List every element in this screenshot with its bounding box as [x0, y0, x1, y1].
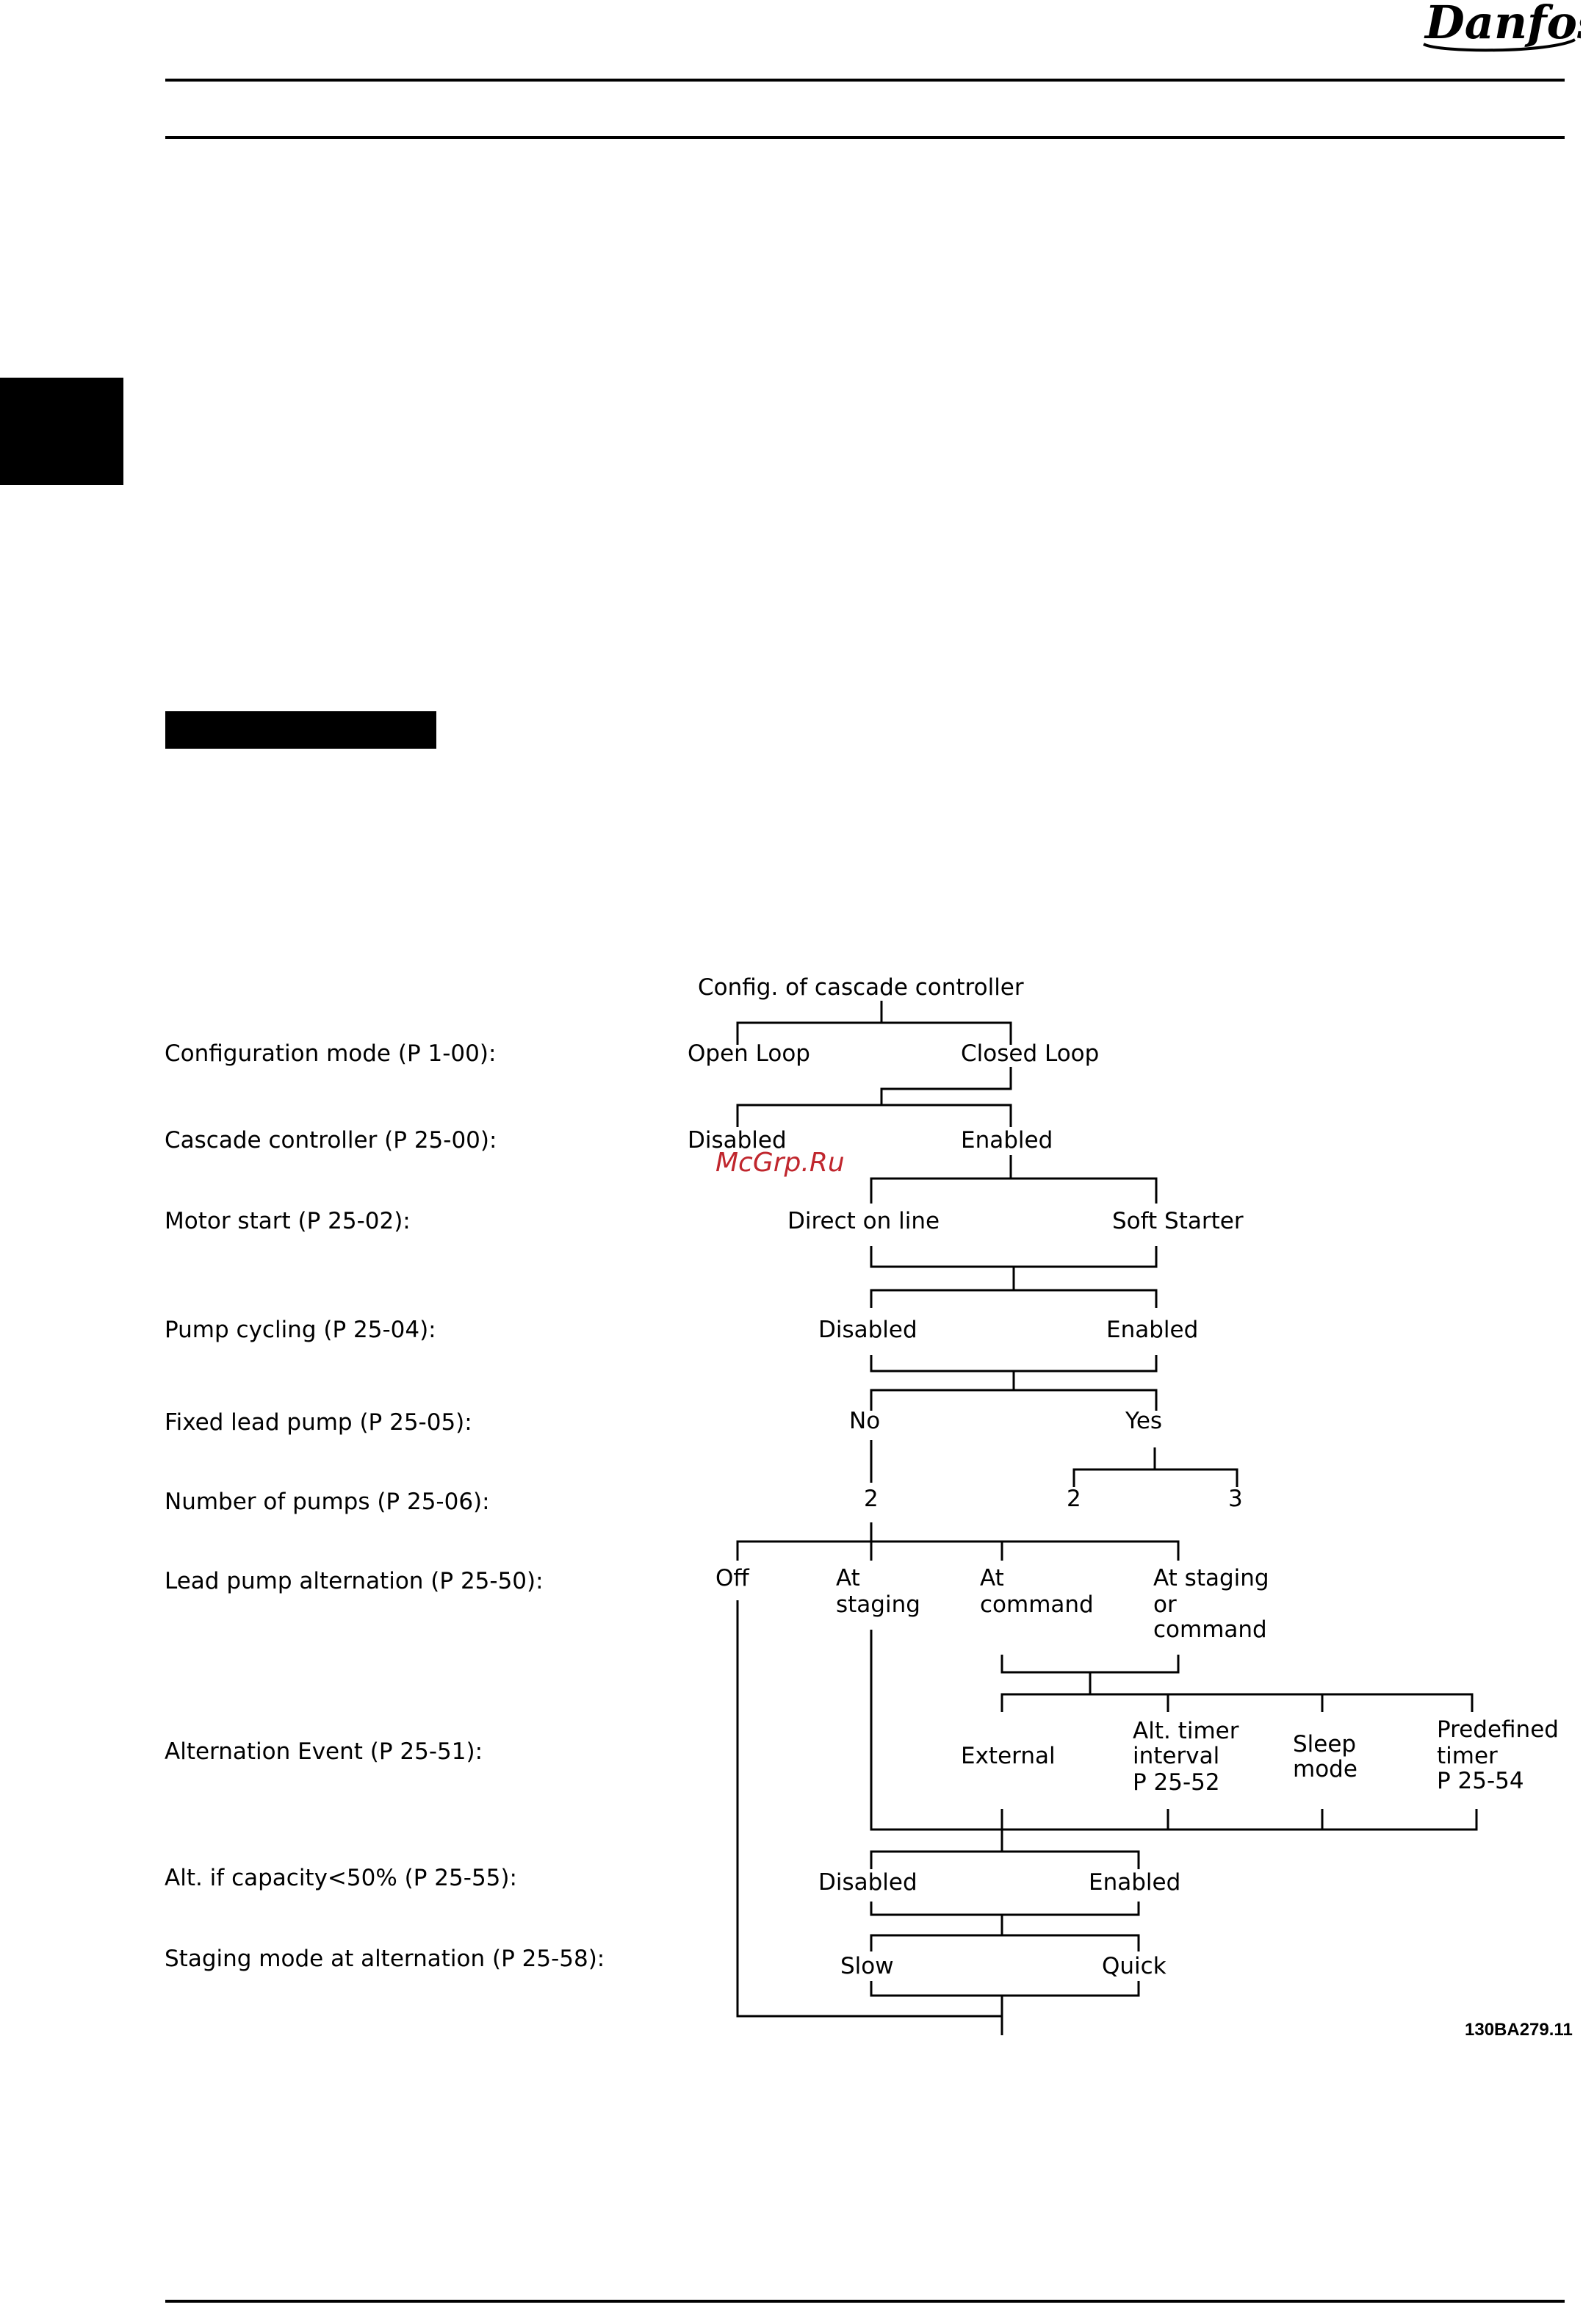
connector-lines: [736, 1001, 1478, 2035]
option-at-command-line2: command: [980, 1591, 1094, 1618]
option-at-staging-line1: At: [836, 1565, 860, 1591]
header-rule-top: [165, 79, 1565, 82]
option-at-staging-or-command-line2: or: [1153, 1591, 1177, 1618]
option-cc-disabled: Disabled: [688, 1127, 787, 1154]
row-label-fixed-lead-pump: Fixed lead pump (P 25-05):: [165, 1409, 472, 1436]
option-sleep-mode-line1: Sleep: [1293, 1731, 1356, 1758]
logo-text: Danfoss: [1424, 1, 1581, 49]
option-off: Off: [715, 1565, 749, 1591]
option-at-command-line1: At: [980, 1565, 1004, 1591]
row-label-configuration-mode: Configuration mode (P 1-00):: [165, 1040, 496, 1067]
option-open-loop: Open Loop: [688, 1040, 810, 1067]
option-cap-enabled: Enabled: [1089, 1869, 1180, 1896]
option-pumps-2a: 2: [864, 1486, 879, 1512]
footer-rule: [165, 2300, 1565, 2303]
option-pc-disabled: Disabled: [818, 1317, 917, 1343]
option-yes: Yes: [1125, 1408, 1162, 1434]
row-label-pump-cycling: Pump cycling (P 25-04):: [165, 1317, 436, 1343]
figure-code: 130BA279.11: [1465, 2020, 1573, 2040]
row-label-number-of-pumps: Number of pumps (P 25-06):: [165, 1489, 490, 1515]
option-predefined-line1: Predefined: [1437, 1716, 1559, 1743]
header-rule-bottom: [165, 136, 1565, 139]
option-soft-starter: Soft Starter: [1112, 1208, 1244, 1234]
option-cc-enabled: Enabled: [961, 1127, 1053, 1154]
chapter-tab: [0, 378, 123, 485]
row-label-motor-start: Motor start (P 25-02):: [165, 1208, 411, 1234]
option-at-staging-or-command-line1: At staging: [1153, 1565, 1269, 1591]
option-alt-timer-line3: P 25-52: [1133, 1769, 1220, 1796]
row-label-staging-mode: Staging mode at alternation (P 25-58):: [165, 1946, 605, 1972]
option-no: No: [849, 1408, 880, 1434]
row-label-lead-pump-alternation: Lead pump alternation (P 25-50):: [165, 1568, 544, 1594]
row-label-cascade-controller: Cascade controller (P 25-00):: [165, 1127, 497, 1154]
option-external: External: [961, 1743, 1056, 1769]
danfoss-logo: Danfoss: [1423, 1, 1581, 52]
option-sleep-mode-line2: mode: [1293, 1756, 1357, 1782]
option-predefined-line2: timer: [1437, 1743, 1498, 1769]
diagram-title: Config. of cascade controller: [698, 974, 1024, 1001]
option-alt-timer-line2: interval: [1133, 1743, 1219, 1769]
option-closed-loop: Closed Loop: [961, 1040, 1099, 1067]
section-heading-bar: [165, 711, 436, 749]
option-pumps-3: 3: [1228, 1486, 1243, 1512]
option-predefined-line3: P 25-54: [1437, 1768, 1524, 1794]
option-alt-timer-line1: Alt. timer: [1133, 1718, 1239, 1744]
option-cap-disabled: Disabled: [818, 1869, 917, 1896]
option-slow: Slow: [840, 1953, 894, 1979]
option-pc-enabled: Enabled: [1106, 1317, 1198, 1343]
option-direct-on-line: Direct on line: [787, 1208, 940, 1234]
row-label-alternation-event: Alternation Event (P 25-51):: [165, 1738, 483, 1765]
option-quick: Quick: [1102, 1953, 1166, 1979]
option-at-staging-or-command-line3: command: [1153, 1616, 1267, 1643]
option-pumps-2b: 2: [1067, 1486, 1081, 1512]
option-at-staging-line2: staging: [836, 1591, 920, 1618]
row-label-alt-if-capacity: Alt. if capacity<50% (P 25-55):: [165, 1865, 517, 1891]
watermark: McGrp.Ru: [715, 1148, 845, 1178]
